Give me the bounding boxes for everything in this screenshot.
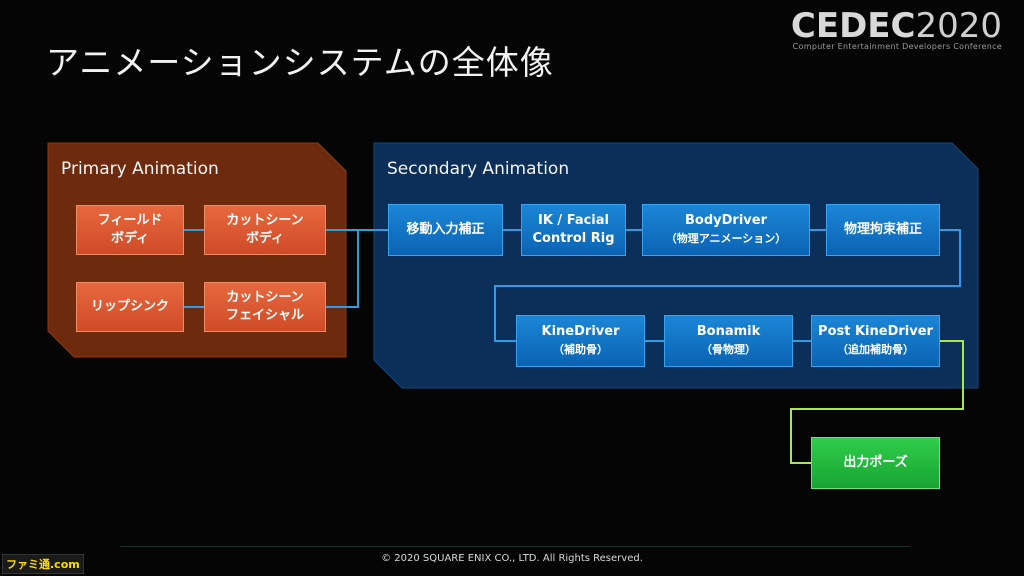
kinedriver-note: （補助骨） bbox=[553, 343, 608, 356]
box-post-kinedriver: Post KineDriver （追加補助骨） bbox=[811, 315, 940, 367]
logo-subtitle: Computer Entertainment Developers Confer… bbox=[792, 42, 1002, 51]
footer-divider bbox=[120, 546, 910, 547]
secondary-panel-label: Secondary Animation bbox=[387, 159, 570, 179]
box-kinedriver: KineDriver （補助骨） bbox=[516, 315, 645, 367]
connector-post-output bbox=[790, 340, 964, 464]
box-cutscene-facial: カットシーン フェイシャル bbox=[204, 282, 326, 332]
box-field-body: フィールド ボディ bbox=[76, 205, 184, 255]
box-move-input: 移動入力補正 bbox=[388, 204, 503, 256]
copyright-footer: © 2020 SQUARE ENIX CO., LTD. All Rights … bbox=[381, 553, 643, 564]
post-kinedriver-name: Post KineDriver bbox=[818, 324, 933, 339]
bonamik-note: （骨物理） bbox=[701, 343, 756, 356]
connector-physics-kine bbox=[494, 229, 961, 342]
box-bodydriver: BodyDriver （物理アニメーション） bbox=[642, 204, 810, 256]
connector-facial-move bbox=[326, 230, 359, 308]
box-lipsync: リップシンク bbox=[76, 282, 184, 332]
site-watermark: ファミ通.com bbox=[2, 554, 84, 574]
bonamik-name: Bonamik bbox=[696, 324, 761, 339]
cedec-logo: CEDEC2020 Computer Entertainment Develop… bbox=[791, 8, 1002, 51]
box-ik-facial: IK / Facial Control Rig bbox=[521, 204, 626, 256]
logo-year: 2020 bbox=[915, 6, 1002, 46]
post-kinedriver-note: （追加補助骨） bbox=[837, 343, 914, 356]
bodydriver-note: （物理アニメーション） bbox=[665, 232, 787, 245]
primary-panel-label: Primary Animation bbox=[61, 159, 219, 179]
box-bonamik: Bonamik （骨物理） bbox=[664, 315, 793, 367]
logo-main: CEDEC bbox=[790, 6, 916, 46]
kinedriver-name: KineDriver bbox=[541, 324, 620, 339]
bodydriver-name: BodyDriver bbox=[685, 213, 767, 228]
box-physics-constraint: 物理拘束補正 bbox=[826, 204, 940, 256]
box-cutscene-body: カットシーン ボディ bbox=[204, 205, 326, 255]
box-output-pose: 出力ポーズ bbox=[811, 437, 940, 489]
slide-title: アニメーションシステムの全体像 bbox=[46, 43, 554, 82]
